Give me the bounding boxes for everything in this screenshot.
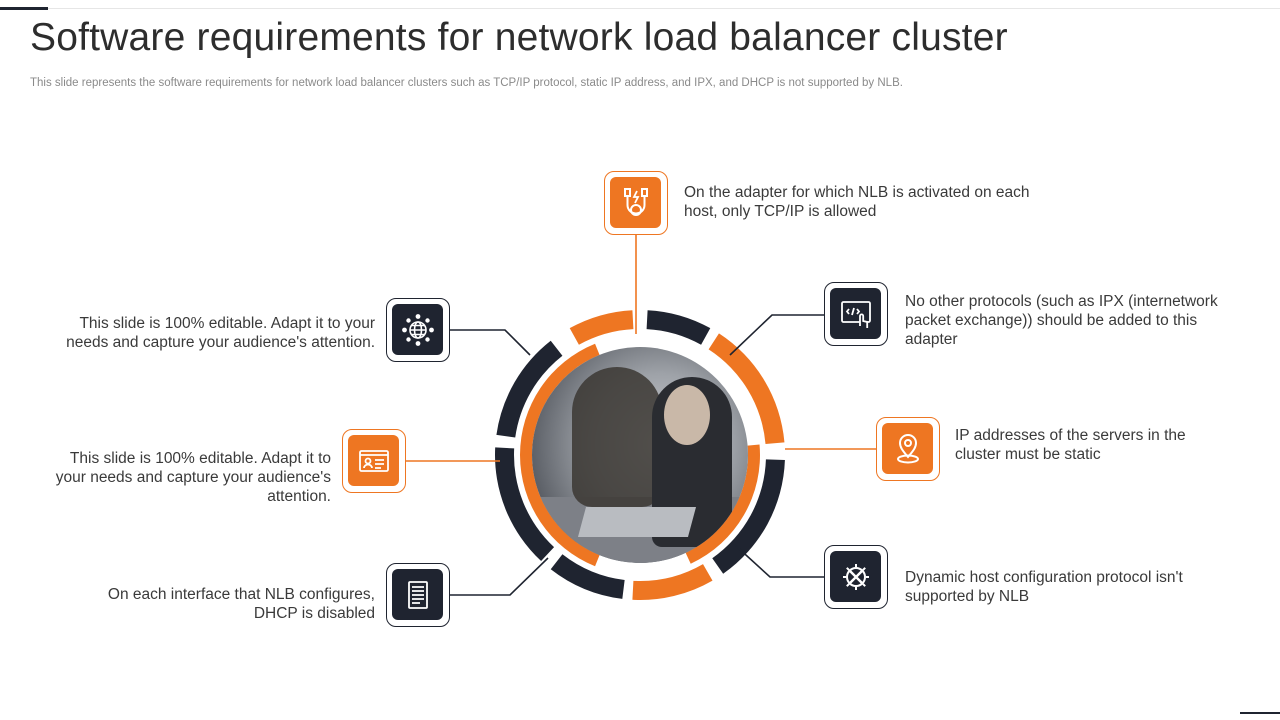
code-touch-monitor-icon <box>840 300 871 328</box>
item-3-text: IP addresses of the servers in the clust… <box>955 427 1186 463</box>
ring-segment-outer <box>632 564 713 600</box>
top-divider <box>0 8 1280 9</box>
ring-segment-outer <box>708 333 785 445</box>
item-4-icon-box <box>824 545 888 609</box>
item-1-text: On the adapter for which NLB is activate… <box>684 184 1030 220</box>
bottom-accent-bar <box>1240 712 1280 714</box>
ring-segment-outer <box>496 340 563 438</box>
connector-line <box>450 557 549 596</box>
item-6-text: This slide is 100% editable. Adapt it to… <box>55 450 331 505</box>
page-subtitle: This slide represents the software requi… <box>30 77 903 89</box>
item-3-icon-box <box>876 417 940 481</box>
ring-segment-outer <box>569 310 634 345</box>
cable-connector-icon <box>623 187 648 216</box>
id-card-icon <box>358 449 389 472</box>
location-pin-icon <box>896 433 919 463</box>
connector-line <box>729 314 824 356</box>
page-title: Software requirements for network load b… <box>30 16 1008 59</box>
connector-line <box>450 329 531 356</box>
gear-tools-icon <box>842 563 869 590</box>
item-2-icon-box <box>824 282 888 346</box>
item-7-text: This slide is 100% editable. Adapt it to… <box>66 315 375 351</box>
item-6-icon-box <box>342 429 406 493</box>
ring-segment-outer <box>550 554 625 599</box>
document-icon <box>407 580 428 609</box>
item-5-text: On each interface that NLB configures, D… <box>107 586 375 622</box>
item-2-text: No other protocols (such as IPX (interne… <box>905 293 1218 348</box>
globe-network-icon <box>401 313 434 346</box>
item-1-icon-box <box>604 171 668 235</box>
center-photo <box>532 347 748 563</box>
item-7-icon-box <box>386 298 450 362</box>
ring-segment-outer <box>646 310 711 345</box>
top-accent-bar <box>0 7 48 10</box>
item-5-icon-box <box>386 563 450 627</box>
item-4-text: Dynamic host configuration protocol isn'… <box>905 569 1183 605</box>
